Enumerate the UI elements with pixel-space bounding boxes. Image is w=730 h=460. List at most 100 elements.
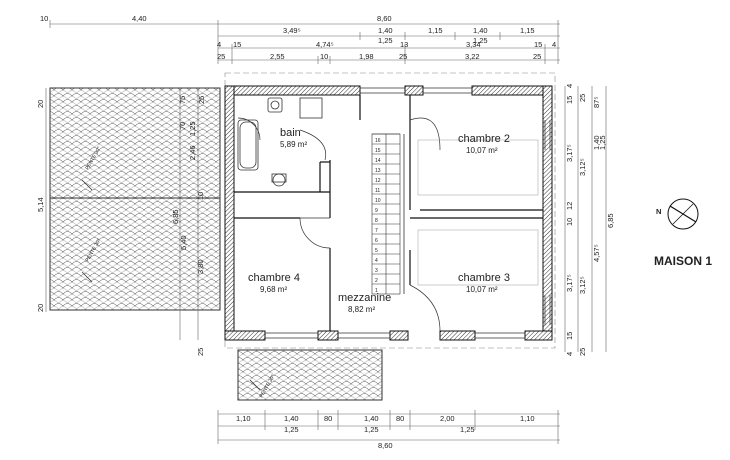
stair-step-number: 9: [375, 208, 378, 214]
dim-right-3175a: 3,17⁵: [565, 144, 574, 162]
dim-bottom-80b: 80: [396, 414, 404, 423]
stair-step-number: 7: [375, 228, 378, 234]
room-chambre4-name: chambre 4: [248, 272, 300, 284]
dim-left-10: 10: [196, 192, 205, 200]
room-bain-name: bain: [280, 127, 301, 139]
dim-top-4745: 4,74⁵: [316, 40, 334, 49]
dim-bottom-110b: 1,10: [520, 414, 535, 423]
dim-bottom-110a: 1,10: [236, 414, 251, 423]
roof-bottom: [237, 349, 383, 401]
dim-bottom-860: 8,60: [378, 441, 393, 450]
room-chambre2-name: chambre 2: [458, 133, 510, 145]
dim-right-15b: 15: [565, 332, 574, 340]
stair-step-number: 3: [375, 268, 378, 274]
room-chambre3-area: 10,07 m²: [466, 285, 498, 294]
stair-step-number: 12: [375, 178, 381, 184]
roof-slope-arrow-2: [81, 271, 93, 283]
dim-right-3125a: 3,12⁵: [578, 158, 587, 176]
stair-step-number: 10: [375, 198, 381, 204]
dim-bottom-200: 2,00: [440, 414, 455, 423]
bathroom-fixtures: [237, 97, 323, 187]
dim-top-15a: 15: [233, 40, 241, 49]
stair-step-number: 5: [375, 248, 378, 254]
dim-left-380: 3,80: [196, 259, 205, 274]
bed-outlines: [417, 139, 539, 286]
dim-right-125: 1,25: [598, 135, 607, 150]
dim-top-4a: 4: [217, 40, 221, 49]
dim-top-15b: 15: [534, 40, 542, 49]
room-mezzanine-area: 8,82 m²: [348, 305, 375, 314]
stair-step-number: 8: [375, 218, 378, 224]
dim-left-125: 1,25: [188, 121, 197, 136]
north-arrow-icon: [667, 198, 699, 230]
dim-left-20a: 20: [36, 100, 45, 108]
dim-left-246: 2,46: [188, 145, 197, 160]
dim-right-4575: 4,57⁵: [592, 244, 601, 262]
dim-right-15a: 15: [565, 96, 574, 104]
dim-right-685: 6,85: [606, 213, 615, 228]
dim-top-13: 13: [400, 40, 408, 49]
dim-top-125a: 1,25: [378, 36, 393, 45]
dim-right-25a: 25: [578, 94, 587, 102]
dim-top-860: 8,60: [377, 14, 392, 23]
right-dimension-lines: [564, 86, 607, 352]
dim-left-70: 70: [178, 122, 187, 130]
dim-top-10b: 10: [320, 52, 328, 61]
stair-step-number: 11: [375, 188, 380, 194]
dim-left-25a: 25: [197, 96, 206, 104]
dim-right-12: 12: [565, 202, 574, 210]
room-bain-area: 5,89 m²: [280, 140, 307, 149]
dim-right-25b: 25: [578, 348, 587, 356]
roof-slope-arrow-3: [249, 379, 261, 391]
dim-right-875: 87⁵: [592, 97, 601, 108]
left-dimension-lines: [45, 88, 199, 340]
windows: [265, 87, 551, 339]
dim-left-75: 75: [178, 96, 187, 104]
dim-top-25b: 25: [399, 52, 407, 61]
top-dimension-lines: [49, 20, 560, 64]
dim-bottom-80a: 80: [324, 414, 332, 423]
dim-top-198: 1,98: [359, 52, 374, 61]
dim-bottom-125c: 1,25: [460, 425, 475, 434]
dim-top-140b: 1,40: [473, 26, 488, 35]
stair-step-number: 6: [375, 238, 378, 244]
dim-left-540: 5,40: [179, 235, 188, 250]
interior-walls: [234, 95, 543, 331]
dim-top-125b: 1,25: [473, 36, 488, 45]
dim-top-115b: 1,15: [520, 26, 535, 35]
dim-bottom-125b: 1,25: [364, 425, 379, 434]
roof-left: [49, 87, 221, 311]
stair-step-number: 4: [375, 258, 378, 264]
exterior-walls: [224, 85, 553, 341]
dim-left-20b: 20: [36, 304, 45, 312]
dim-bottom-140b: 1,40: [364, 414, 379, 423]
room-chambre2-area: 10,07 m²: [466, 146, 498, 155]
dim-left-685: 6,85: [171, 209, 180, 224]
stair-step-number: 15: [375, 148, 381, 154]
dim-left-25b: 25: [196, 348, 205, 356]
dim-right-10: 10: [565, 218, 574, 226]
dim-bottom-125a: 1,25: [284, 425, 299, 434]
room-chambre4-area: 9,68 m²: [260, 285, 287, 294]
plan-title: MAISON 1: [654, 254, 712, 268]
stair-step-number: 1: [375, 288, 378, 294]
dim-top-25a: 25: [217, 52, 225, 61]
north-label: N: [656, 207, 661, 216]
dim-top-140a: 1,40: [378, 26, 393, 35]
bottom-dimension-lines: [217, 410, 560, 444]
dim-top-440: 4,40: [132, 14, 147, 23]
dim-left-514: 5,14: [36, 197, 45, 212]
roof-slope-arrow-1: [81, 179, 93, 191]
stair-step-number: 13: [375, 168, 381, 174]
dim-top-334: 3,34: [466, 40, 481, 49]
dim-right-3125b: 3,12⁵: [578, 276, 587, 294]
doors: [237, 117, 441, 332]
dim-top-3495: 3,49⁵: [283, 26, 301, 35]
dim-top-4b: 4: [552, 40, 556, 49]
dim-right-140: 1,40: [592, 135, 601, 150]
room-mezzanine-name: mezzanine: [338, 292, 391, 304]
dim-right-4b: 4: [565, 352, 574, 356]
stair-step-number: 14: [375, 158, 381, 164]
dim-top-25c: 25: [533, 52, 541, 61]
